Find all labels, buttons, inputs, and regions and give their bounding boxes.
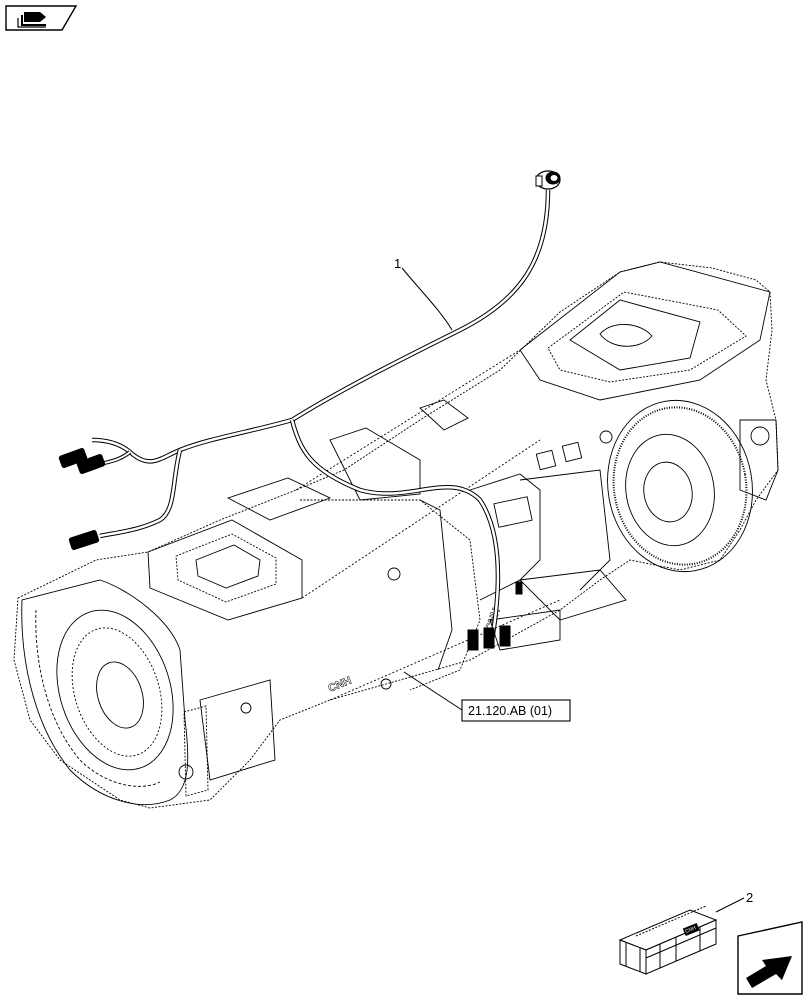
callout-2[interactable]: 2 [746,890,753,905]
crate-mark: CNH [685,925,698,935]
reference-tag-label: 21.120.AB (01) [468,704,552,718]
callout-1[interactable]: 1 [394,256,401,271]
valve-connector-icon [467,581,523,651]
book-pointer-icon[interactable] [5,5,78,31]
leader-line-2 [715,897,745,913]
connector-plug-icon [58,447,106,551]
wiring-harness [58,170,561,651]
crate-icon [618,905,718,975]
round-connector-icon [535,170,561,190]
reference-tag[interactable]: 21.120.AB (01) [403,671,571,722]
transmission-housing [13,261,779,809]
next-page-arrow-icon[interactable] [737,921,803,995]
leader-line-1 [401,267,453,331]
